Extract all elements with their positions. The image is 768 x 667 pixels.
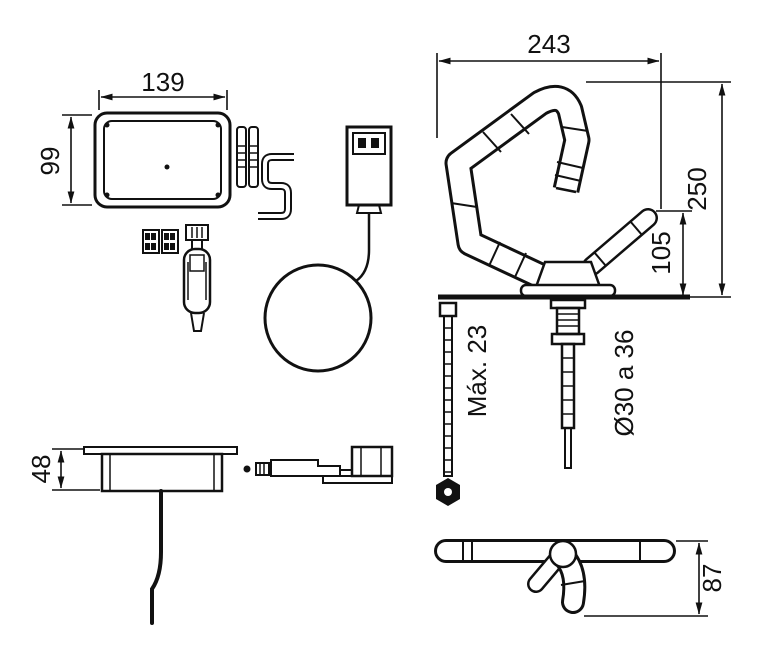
battery-pair [236,126,259,188]
power-box [345,125,393,283]
dimension-48: 48 [26,448,100,491]
dim-label-mounting-hole-diameter: Ø30 a 36 [609,330,639,437]
cable-coil [263,263,373,373]
dimension-hole-diameter: Ø30 a 36 [609,330,639,437]
mounting-bracket [258,153,294,220]
hex-nut [436,478,460,506]
dim-label-control-box-height: 99 [35,147,65,176]
dim-label-control-box-width: 139 [141,67,184,97]
dim-label-spout-reach: 243 [527,29,570,59]
faucet-top-view [434,539,676,614]
recessed-box-side-view [83,446,238,625]
solenoid-cartridge [182,224,212,332]
under-counter-assembly [243,445,394,484]
control-box-top-view [93,111,232,209]
dim-label-max-counter-thickness: Máx. 23 [462,325,492,418]
dimension-87: 87 [584,540,727,617]
dimension-max-thickness: Máx. 23 [462,325,492,418]
dimension-243: 243 [436,29,662,209]
dim-label-top-view-height: 87 [697,564,727,593]
terminal-blocks [142,229,179,254]
faucet-front-view [438,84,690,469]
anchor-rod [438,301,458,477]
dim-label-handle-height: 105 [646,231,676,274]
dim-label-faucet-height: 250 [682,167,712,210]
dim-label-recessed-box-height: 48 [26,455,56,484]
dimension-250: 250 [586,81,731,298]
dimension-139: 139 [98,67,228,110]
dimension-105: 105 [646,210,692,296]
dimension-99: 99 [35,114,92,206]
